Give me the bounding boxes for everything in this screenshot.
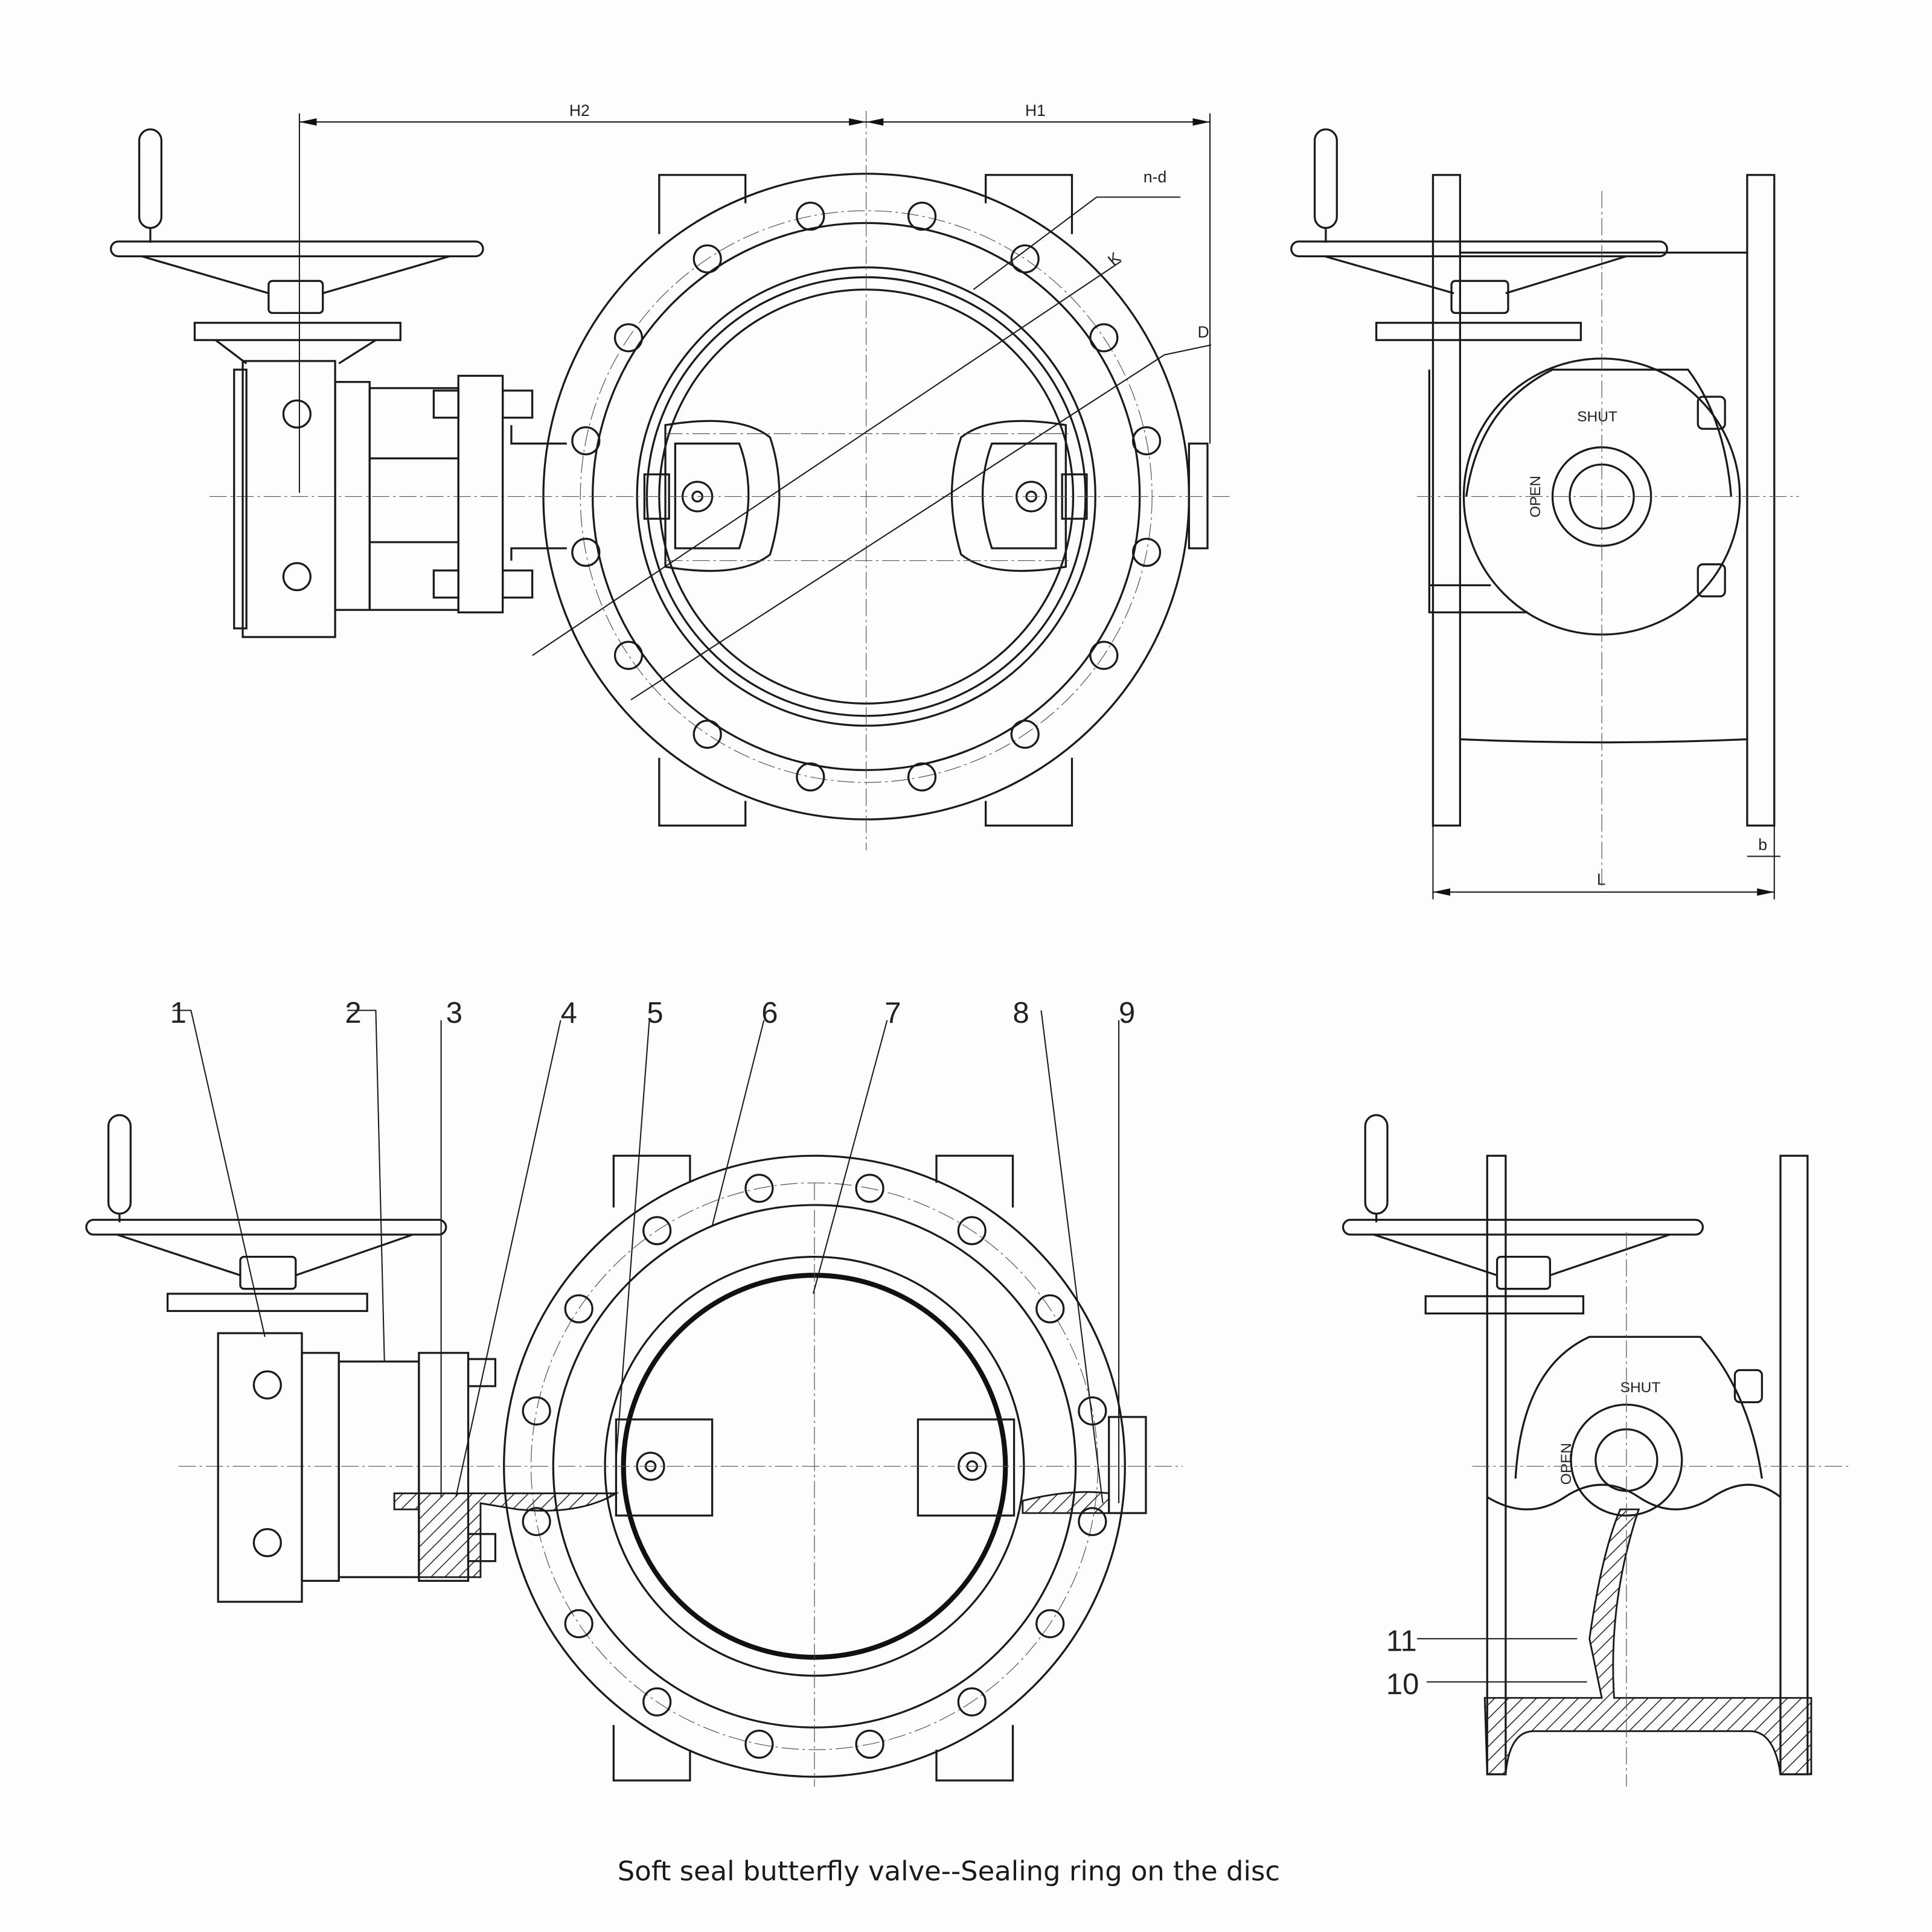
part-number-10: 10 (1386, 1668, 1419, 1701)
bolt-hole (642, 1216, 672, 1246)
shut-label: SHUT (1577, 409, 1617, 425)
caption: Soft seal butterfly valve--Sealing ring … (618, 1855, 1280, 1887)
part-number-9: 9 (1119, 997, 1135, 1029)
bolt-hole (1035, 1294, 1065, 1323)
bolt-hole (571, 537, 601, 567)
side-view-top: SHUT OPEN L b (1290, 128, 1799, 900)
dim-b-label: b (1758, 836, 1767, 854)
front-view-bottom (85, 1114, 1183, 1787)
bolt-hole (564, 1294, 593, 1323)
bolt-hole (907, 201, 937, 231)
bolt-hole (693, 244, 722, 273)
bolt-hole (613, 323, 644, 353)
bolt-hole (744, 1729, 774, 1759)
bolt-hole (564, 1609, 593, 1639)
dim-nd-label: n-d (1144, 168, 1166, 186)
bolt-hole (693, 720, 722, 749)
front-view-top: H2 H1 n-d K D (110, 101, 1232, 851)
bolt-hole (1089, 641, 1119, 670)
bolt-hole (1131, 537, 1162, 567)
bolt-hole (907, 762, 937, 792)
open-label-bottom: OPEN (1558, 1443, 1575, 1485)
part-number-7: 7 (884, 997, 901, 1029)
bolt-hole (744, 1174, 774, 1203)
part-number-1: 1 (170, 997, 187, 1029)
part-number-11: 11 (1386, 1625, 1417, 1658)
part-number-5: 5 (647, 997, 663, 1029)
side-view-bottom: SHUT OPEN (1342, 1114, 1849, 1787)
dim-k-label: K (1104, 248, 1124, 269)
bolt-hole (1131, 426, 1162, 456)
bolt-hole (522, 1396, 551, 1426)
bolt-hole (1035, 1609, 1065, 1639)
part-number-3: 3 (446, 997, 462, 1029)
bolt-hole (613, 641, 644, 670)
dim-d-label: D (1198, 323, 1209, 341)
dim-h2-label: H2 (569, 101, 590, 120)
part-number-2: 2 (345, 997, 361, 1029)
bolt-hole (1010, 244, 1040, 273)
part-numbers: 1 2 3 4 5 6 7 8 9 10 11 (170, 997, 1419, 1701)
dim-h1-label: H1 (1025, 101, 1046, 120)
bolt-hole (957, 1216, 987, 1246)
bolt-hole (1089, 323, 1119, 353)
bolt-hole (1010, 720, 1040, 749)
part-number-6: 6 (761, 997, 778, 1029)
bolt-hole (571, 426, 601, 456)
bolt-hole (642, 1687, 672, 1716)
bolt-hole (855, 1174, 884, 1203)
bolt-hole (855, 1729, 884, 1759)
part-number-8: 8 (1013, 997, 1029, 1029)
bolt-hole (957, 1687, 987, 1716)
part-leaders (172, 1009, 1120, 1503)
dim-l-label: L (1597, 870, 1606, 888)
bolt-hole (796, 201, 825, 231)
bolt-hole (796, 762, 825, 792)
part-number-4: 4 (561, 997, 577, 1029)
shut-label-bottom: SHUT (1620, 1380, 1661, 1396)
